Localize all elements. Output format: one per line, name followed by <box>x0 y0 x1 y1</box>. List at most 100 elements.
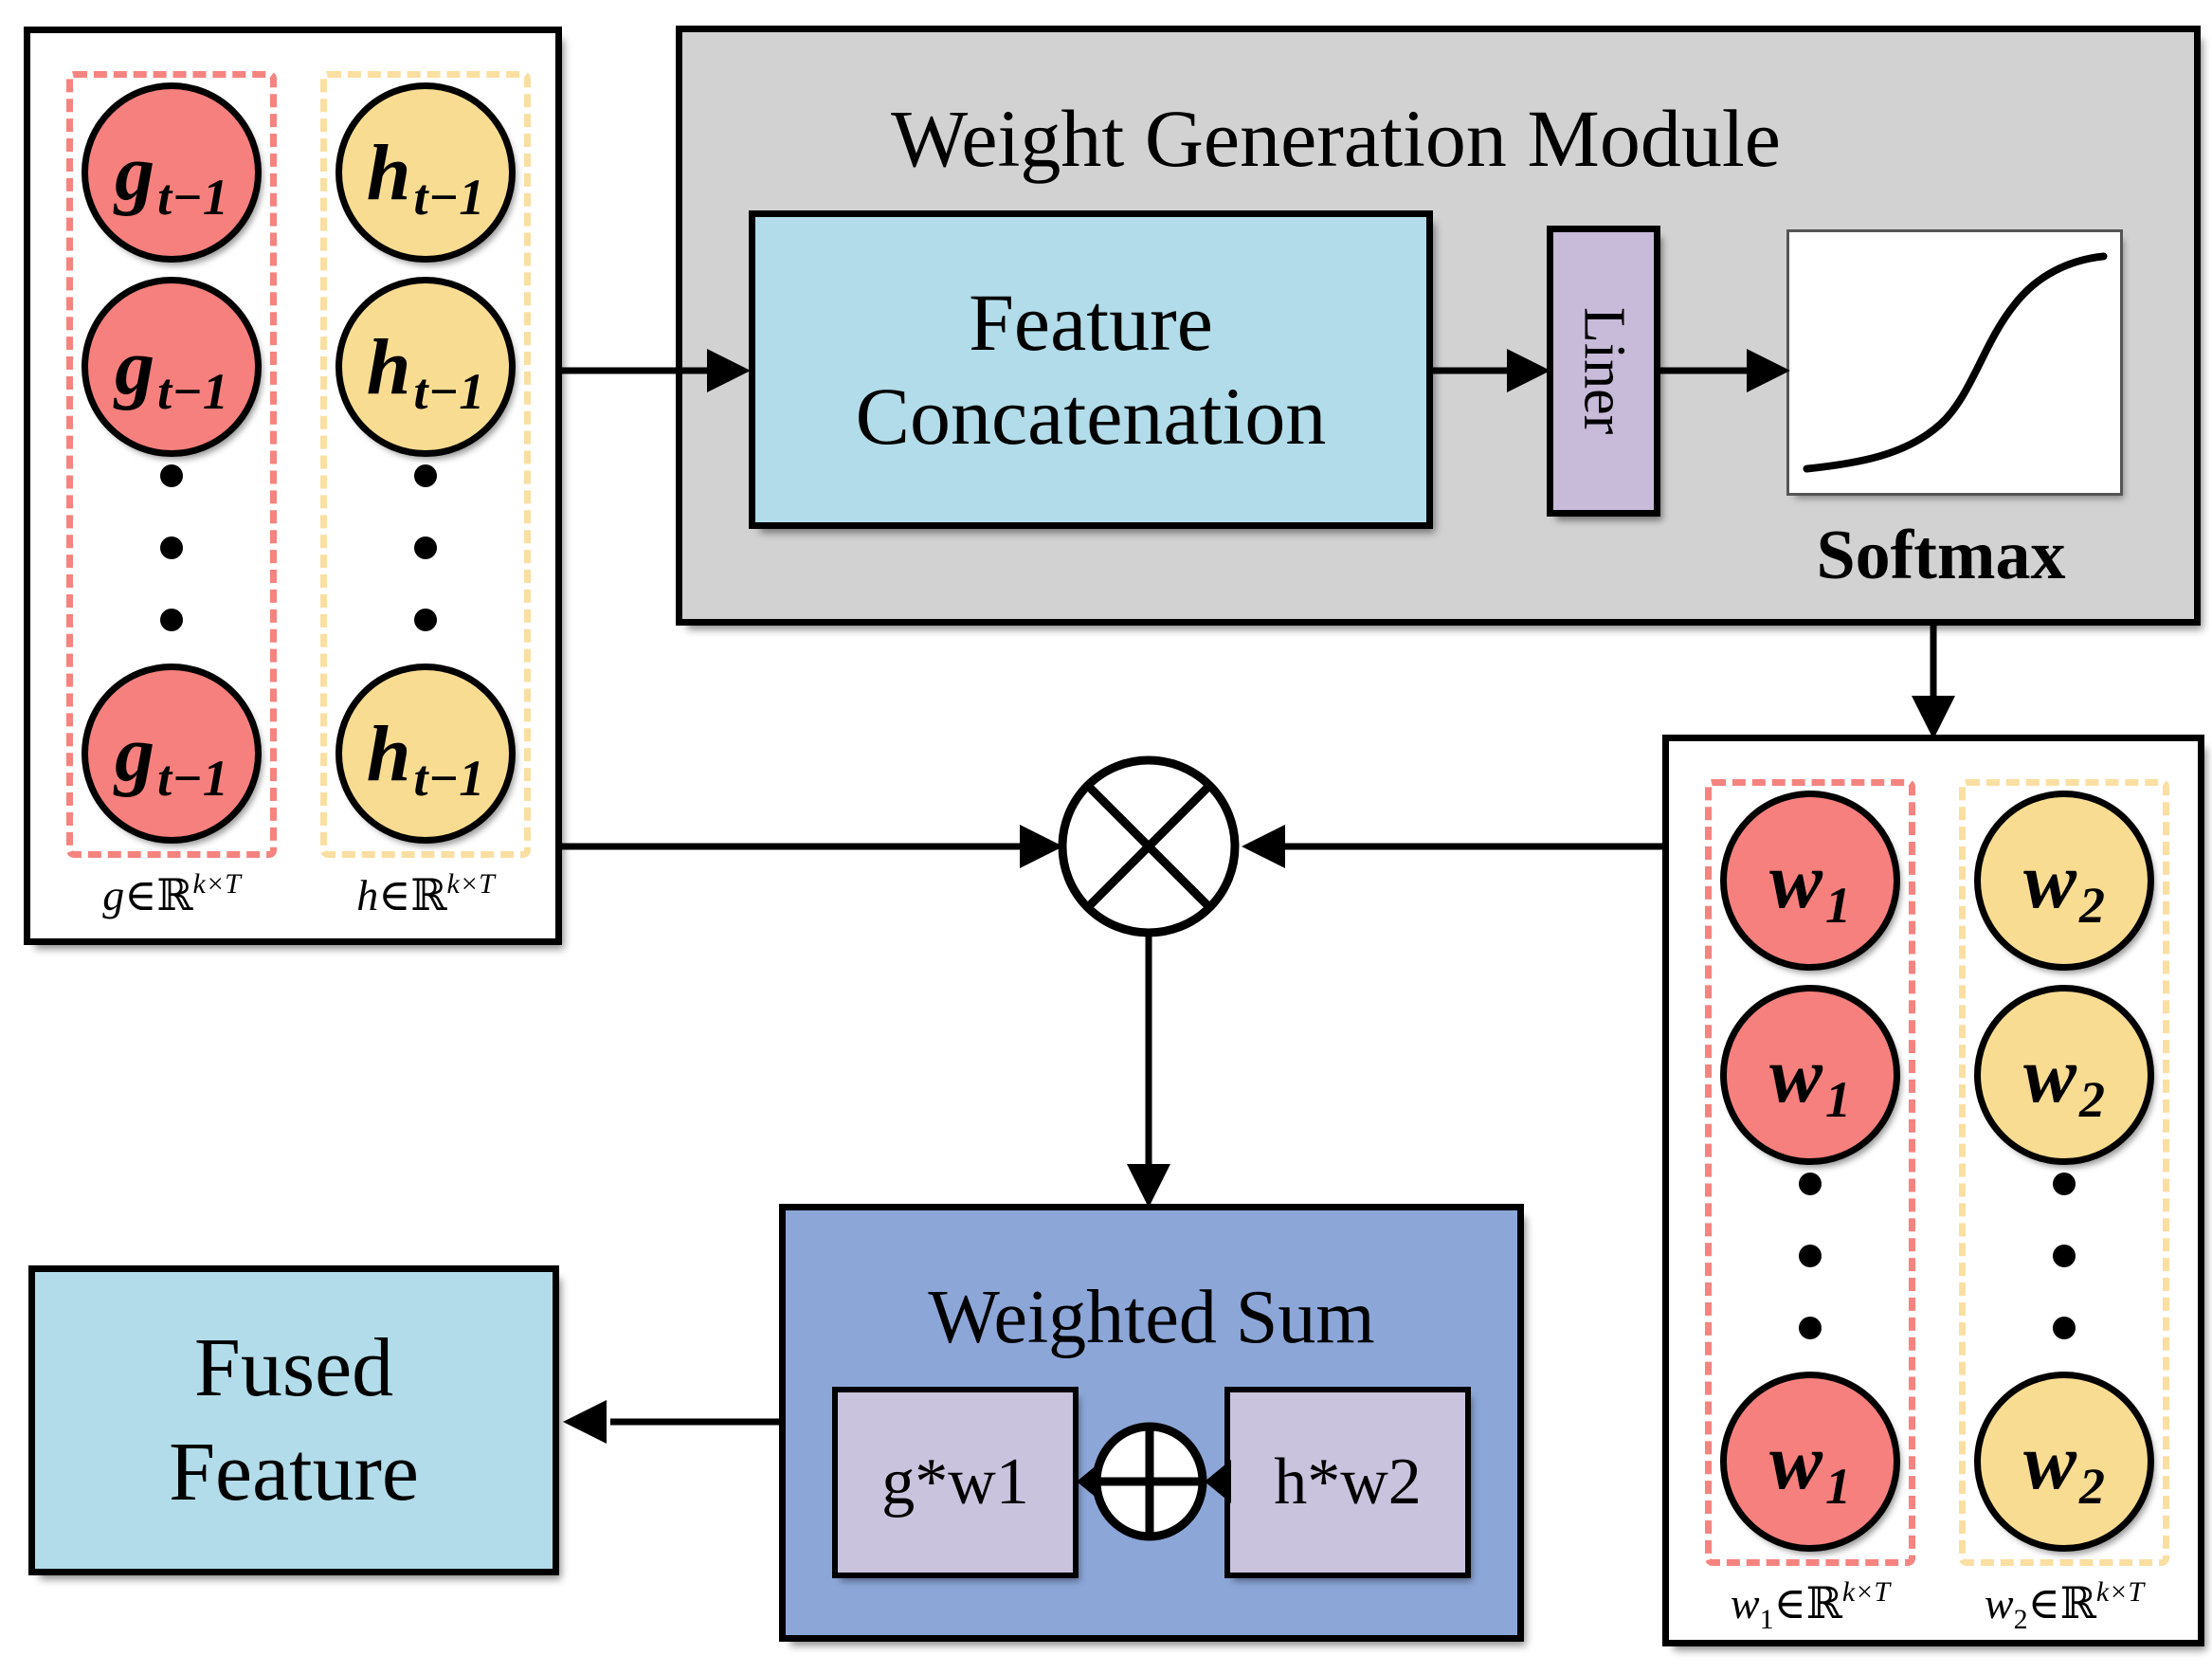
arrowhead-icon <box>1242 825 1285 868</box>
feature-concatenation-line1: Feature <box>969 277 1213 369</box>
w1-dimension-label: w1∈ℝk×T <box>1697 1568 1923 1640</box>
label-var: h <box>356 871 379 919</box>
dot <box>414 536 437 559</box>
ellipsis-dots <box>1799 1173 1822 1339</box>
arrowhead-icon <box>1912 696 1955 739</box>
feature-concatenation-line2: Concatenation <box>855 371 1327 462</box>
circle-label-base: h <box>366 322 411 411</box>
fused-feature-box: Fused Feature <box>28 1265 559 1575</box>
label-sup: k×T <box>2095 1576 2145 1608</box>
arrowhead-icon <box>1020 825 1063 868</box>
circle-label-base: h <box>366 128 411 217</box>
arrowhead-icon <box>1127 1164 1170 1208</box>
dot <box>2053 1317 2076 1339</box>
label-sub: 2 <box>2013 1604 2028 1635</box>
dot <box>1799 1245 1822 1267</box>
multiply-cross <box>1085 783 1212 910</box>
h-times-w2-label: h*w2 <box>1274 1446 1422 1518</box>
dot <box>2053 1245 2076 1267</box>
ellipsis-dots <box>2053 1173 2076 1339</box>
circle-label-sub: 1 <box>1825 1071 1852 1128</box>
ellipsis-dots <box>414 464 437 631</box>
dot <box>2053 1173 2076 1195</box>
liner-label: Liner <box>1571 307 1637 435</box>
weight-generation-module: Weight Generation Module Feature Concate… <box>676 26 2201 626</box>
label-set: ∈ℝ <box>1773 1579 1842 1628</box>
weighted-sum-box: Weighted Sum g*w1 h*w2 <box>779 1204 1524 1642</box>
label-sub: 1 <box>1759 1604 1774 1635</box>
multiply-circle-icon <box>1058 755 1240 937</box>
circle-label-sub: t−1 <box>413 750 485 807</box>
label-sup: k×T <box>1841 1576 1891 1608</box>
label-sup: k×T <box>446 868 495 900</box>
circle-label-sub: 2 <box>2079 1071 2106 1128</box>
label-set: ∈ℝ <box>2027 1579 2096 1628</box>
fused-feature-line1: Fused <box>193 1321 394 1414</box>
circle-label-base: w <box>1768 1030 1823 1119</box>
circle-label-base: g <box>115 709 155 798</box>
circle-label-sub: t−1 <box>157 363 228 420</box>
liner-box: Liner <box>1547 226 1660 517</box>
circle-label-base: w <box>2022 1417 2077 1506</box>
g-times-w1-label: g*w1 <box>881 1446 1029 1518</box>
dot <box>160 464 183 487</box>
multiply-cross <box>1085 783 1212 910</box>
fused-feature-line2: Feature <box>169 1426 419 1518</box>
circle-label-sub: t−1 <box>413 169 485 226</box>
module-title: Weight Generation Module <box>891 93 1781 184</box>
dot <box>160 609 183 631</box>
g-times-w1-box: g*w1 <box>832 1387 1079 1578</box>
circle-label-sub: t−1 <box>157 750 228 807</box>
circle-label-sub: t−1 <box>157 169 228 226</box>
label-set: ∈ℝ <box>124 871 193 919</box>
h-times-w2-box: h*w2 <box>1224 1387 1471 1578</box>
sigmoid-curve <box>1803 252 2108 473</box>
label-set: ∈ℝ <box>378 871 447 919</box>
softmax-label: Softmax <box>1816 517 2066 594</box>
sigmoid-curve-icon <box>1803 252 2108 473</box>
weighted-sum-title: Weighted Sum <box>928 1276 1375 1359</box>
circle-label-base: w <box>1768 836 1823 925</box>
multiply-circle <box>1058 755 1240 937</box>
softmax-sigmoid-box <box>1786 229 2123 496</box>
dot <box>414 609 437 631</box>
label-sup: k×T <box>192 868 241 900</box>
circle-label-base: w <box>2022 836 2077 925</box>
circle-label-sub: 2 <box>2079 877 2106 934</box>
dot <box>1799 1173 1822 1195</box>
circle-label-base: h <box>366 709 411 798</box>
circle-label-sub: 1 <box>1825 1458 1852 1515</box>
dot <box>414 464 437 487</box>
label-var: g <box>102 871 125 919</box>
dot <box>1799 1317 1822 1339</box>
circle-label-sub: 1 <box>1825 877 1852 934</box>
w2-dimension-label: w2∈ℝk×T <box>1951 1568 2177 1640</box>
circle-label-sub: t−1 <box>413 363 485 420</box>
label-var: w <box>1730 1579 1760 1628</box>
circle-label-base: g <box>115 322 155 411</box>
label-var: w <box>1984 1579 2014 1628</box>
arrowhead-icon <box>563 1400 607 1444</box>
g-dimension-label: g∈ℝk×T <box>59 860 284 932</box>
feature-concatenation-box: Feature Concatenation <box>749 210 1433 529</box>
dot <box>160 536 183 559</box>
ellipsis-dots <box>160 464 183 631</box>
